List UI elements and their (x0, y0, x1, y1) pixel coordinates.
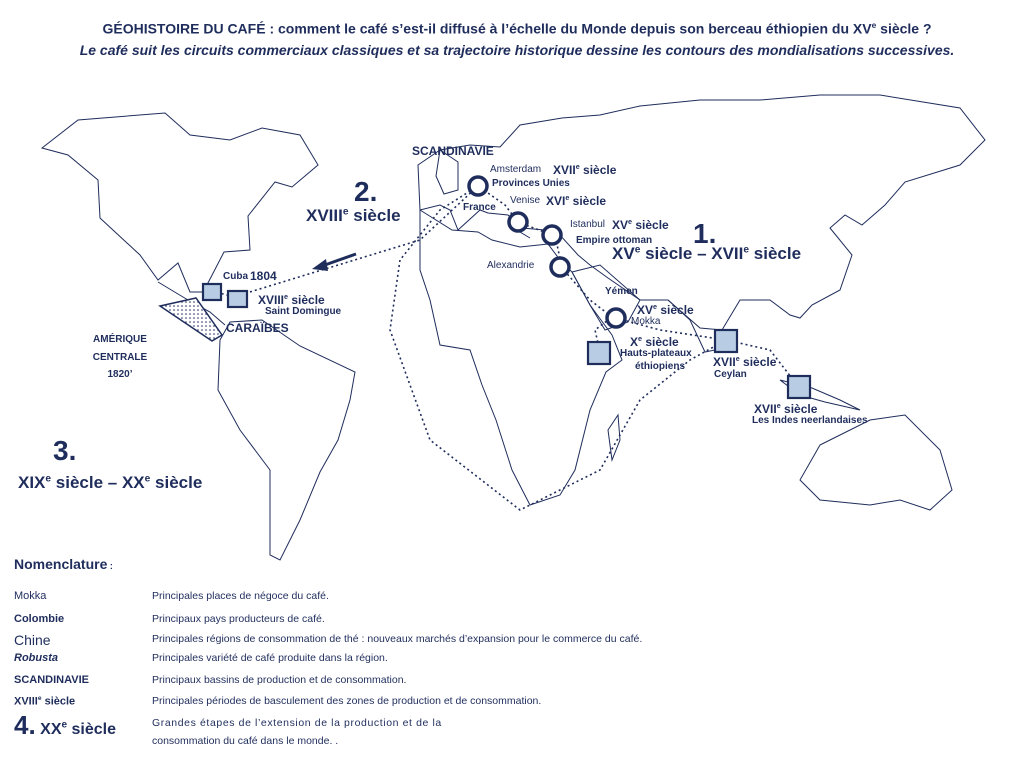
legend-desc-colombie: Principaux pays producteurs de café. (152, 613, 325, 625)
legend-desc-chine: Principales régions de consommation de t… (152, 633, 643, 645)
legend-key-scandinavie: SCANDINAVIE (14, 674, 89, 686)
period-1-label: XVe siècle – XVIIe siècle (612, 244, 802, 263)
label-france: France (463, 202, 496, 213)
period-3-number: 3. (53, 435, 77, 466)
label-hauts-plateaux-1: Hauts-plateaux (620, 348, 692, 359)
label-caraibes: CARAÏBES (226, 321, 289, 335)
legend-desc-scandinavie: Principaux bassins de production et de c… (152, 674, 407, 686)
label-indes-century: XVIIe siècle (754, 401, 818, 416)
hauts-plateaux-marker (586, 340, 612, 366)
label-cuba: Cuba (223, 271, 248, 282)
label-saint-domingue: Saint Domingue (265, 306, 342, 317)
label-ceylan: Ceylan (714, 369, 747, 380)
period-2-number: 2. (354, 176, 378, 207)
label-alexandrie: Alexandrie (487, 260, 535, 271)
subtitle: Le café suit les circuits commerciaux cl… (79, 42, 955, 58)
south-america-outline (217, 319, 356, 561)
label-amerique-centrale-1: AMÉRIQUE (93, 334, 147, 345)
mokka-marker (605, 307, 627, 329)
route-mokka-alexandrie (561, 267, 613, 318)
eurasia-outline (417, 94, 986, 331)
legend-key-colombie: Colombie (14, 613, 65, 625)
scandinavia-outline (435, 149, 459, 195)
label-mokka-century: XVe siècle (637, 302, 694, 317)
label-amsterdam: Amsterdam (490, 164, 542, 175)
route-yemen-ceylan (611, 316, 727, 341)
legend-key-mokka: Mokka (14, 590, 47, 602)
label-mokka: Mokka (631, 316, 661, 327)
label-yemen: Yémen (605, 286, 638, 297)
label-indes: Les Indes neerlandaises (752, 415, 868, 426)
label-hauts-plateaux-2: éthiopiens (635, 361, 686, 372)
legend-key-periods: XVIIIe siècle (14, 695, 76, 708)
indes-marker (786, 374, 812, 400)
label-provinces-unies: Provinces Unies (492, 178, 570, 189)
alexandrie-marker (549, 256, 571, 278)
label-sd-century: XVIIIe siècle (258, 292, 325, 307)
label-istanbul-century: XVe siècle (612, 217, 669, 232)
legend-desc-stages-2: consommation du café dans le monde. . (152, 735, 339, 747)
route-venise-amsterdam (477, 185, 519, 223)
legend-key-chine: Chine (14, 632, 51, 648)
north-america-outline (40, 112, 319, 293)
route-ceylan-indes (725, 339, 799, 387)
legend-key-stages: 4. XXe siècle (14, 710, 116, 740)
africa-outline (419, 209, 623, 506)
arrow-to-caribbean (312, 252, 357, 271)
legend-key-robusta: Robusta (14, 652, 58, 664)
label-cuba-year: 1804 (250, 269, 277, 283)
label-amerique-centrale-3: 1820’ (107, 369, 133, 380)
australia-outline (799, 414, 953, 511)
legend-heading: Nomenclature : (14, 556, 113, 572)
route-amsterdam-caribbean (239, 185, 479, 296)
caribbean-dotted-region (158, 297, 224, 342)
period-2-label: XVIIIe siècle (306, 206, 401, 225)
ceylan-marker (713, 328, 739, 354)
label-amerique-centrale-2: CENTRALE (92, 352, 148, 363)
legend-desc-mokka: Principales places de négoce du café. (152, 590, 329, 602)
label-istanbul: Istanbul (570, 219, 606, 230)
label-scandinavie: SCANDINAVIE (412, 144, 494, 158)
madagascar-outline (607, 413, 621, 462)
istanbul-marker (541, 224, 563, 246)
saint-domingue-marker (226, 289, 249, 309)
main-title: GÉOHISTOIRE DU CAFÉ : comment le café s’… (102, 20, 932, 37)
label-venise-century: XVIe siècle (546, 193, 607, 208)
label-amsterdam-century: XVIIe siècle (553, 162, 617, 177)
period-1-number: 1. (693, 218, 717, 249)
cuba-marker (201, 282, 223, 302)
label-empire-ottoman: Empire ottoman (576, 235, 653, 246)
legend-desc-periods: Principales périodes de basculement des … (152, 695, 542, 707)
label-ceylan-century: XVIIe siècle (713, 354, 777, 369)
label-venise: Venise (510, 195, 541, 206)
period-3-label: XIXe siècle – XXe siècle (18, 473, 203, 492)
legend-desc-stages: Grandes étapes de l’extension de la prod… (152, 717, 442, 729)
legend-desc-robusta: Principales variété de café produite dan… (152, 652, 388, 664)
venise-marker (507, 211, 529, 233)
amsterdam-marker (467, 175, 489, 197)
label-hauts-century: Xe siècle (630, 334, 679, 349)
legend: Nomenclature : Mokka Principales places … (14, 556, 1024, 747)
